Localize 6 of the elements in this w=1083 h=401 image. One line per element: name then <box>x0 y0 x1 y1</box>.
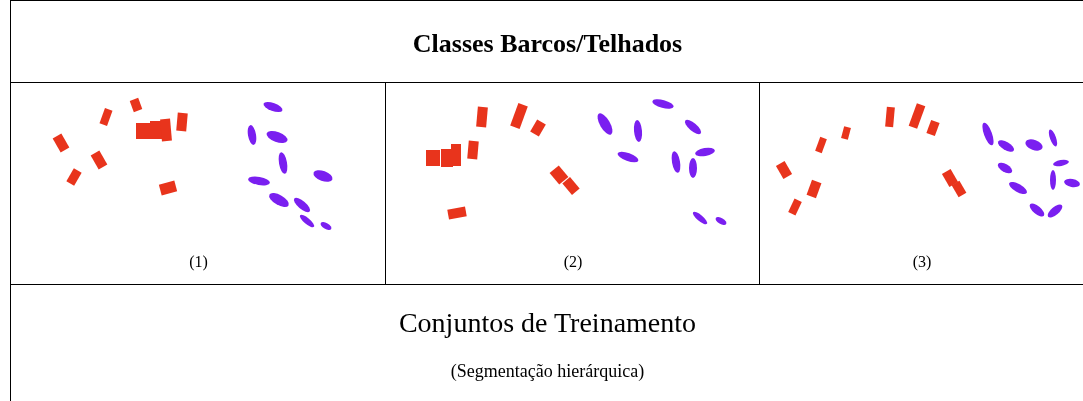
panel-label: (1) <box>188 253 209 271</box>
subheading: (Segmentação hierárquica) <box>449 361 646 382</box>
panel-label: (2) <box>562 253 584 271</box>
heading: Conjuntos de Treinamento <box>397 307 698 339</box>
panel-label: (3) <box>911 253 933 271</box>
title: Classes Barcos/Telhados <box>411 29 684 59</box>
